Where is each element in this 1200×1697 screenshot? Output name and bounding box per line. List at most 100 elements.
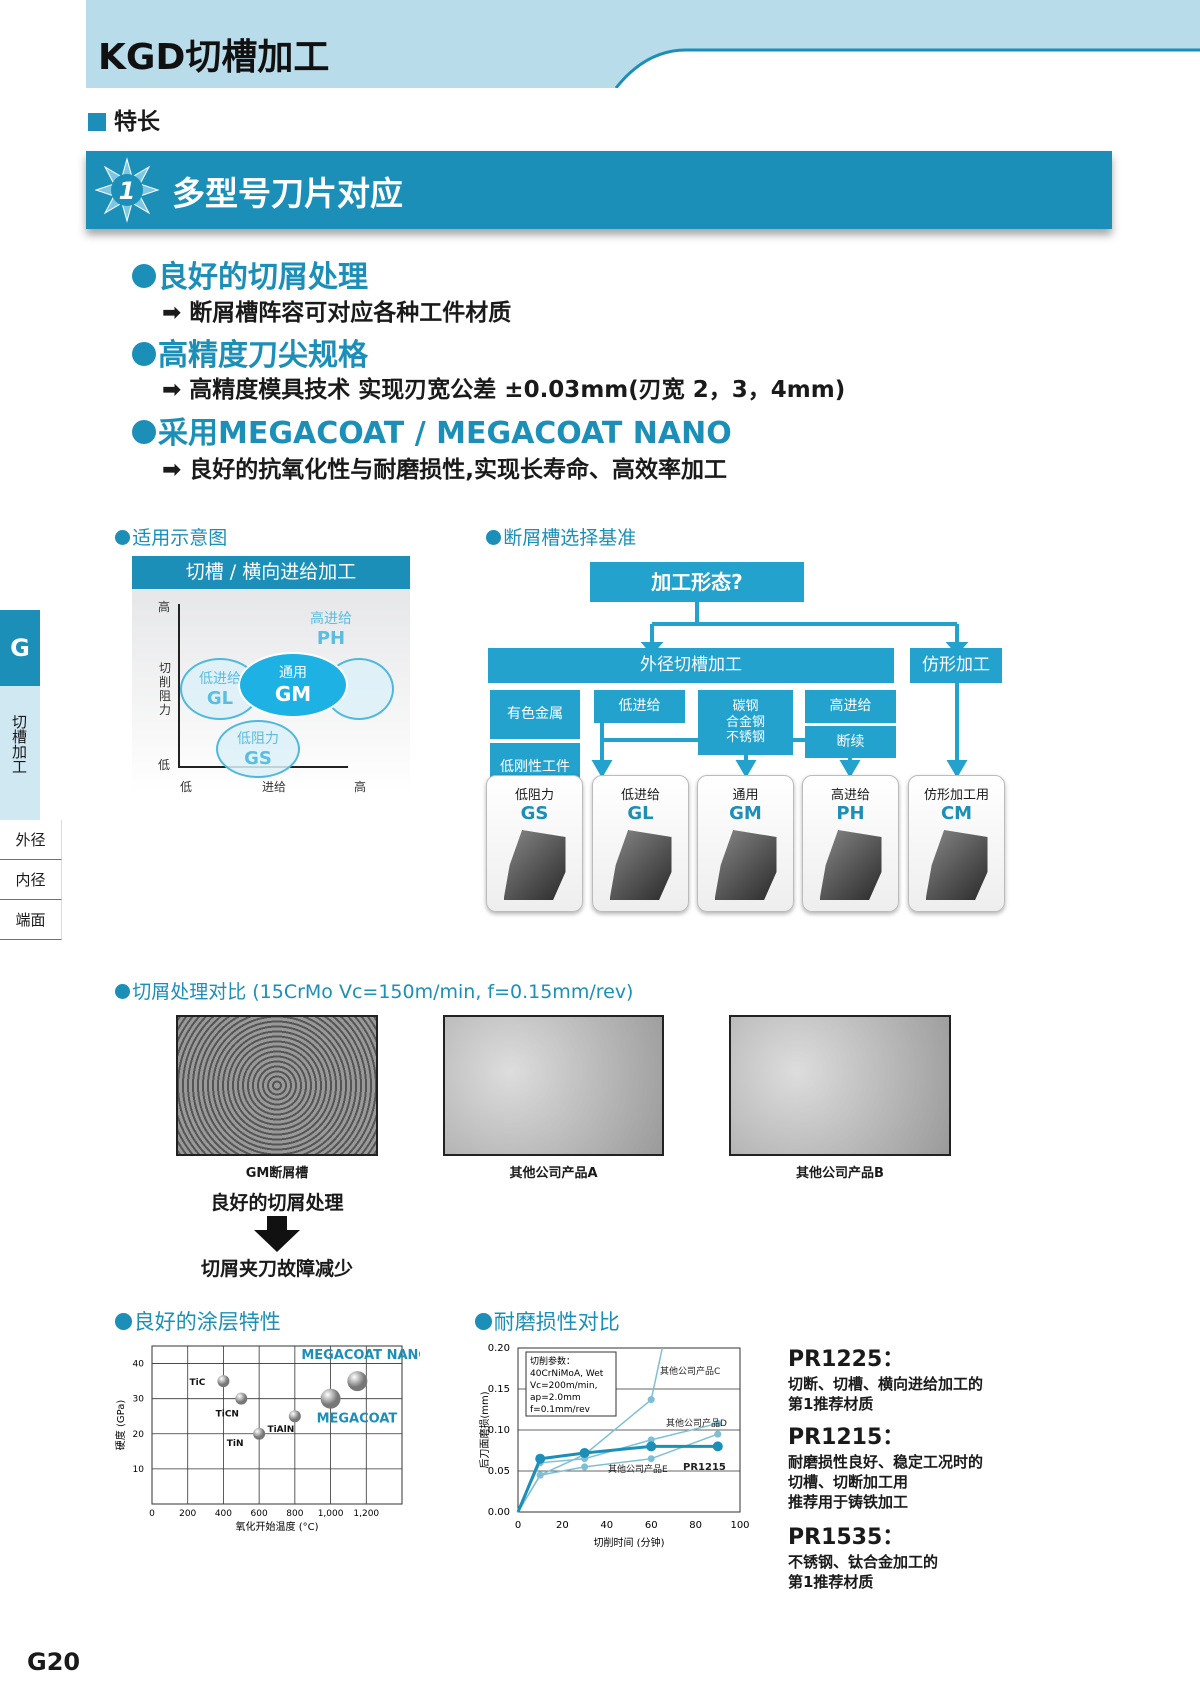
x-low: 低	[180, 780, 193, 794]
condition-nonferrous: 有色金属	[490, 690, 580, 739]
x-tick-label: 400	[215, 1509, 232, 1519]
point-label: MEGACOAT	[317, 1412, 398, 1427]
photo-caption: 其他公司产品A	[509, 1166, 598, 1181]
x-axis-label: 切削时间 (分钟)	[594, 1536, 665, 1549]
x-tick-label: 1,000	[318, 1509, 344, 1519]
data-point	[288, 1410, 301, 1423]
conditions-text: 40CrNiMoA, Wet	[530, 1369, 604, 1379]
diagram-title: 切槽 / 横向进给加工	[132, 556, 410, 589]
data-point	[647, 1396, 655, 1404]
side-tab-face[interactable]: 端面	[0, 900, 62, 940]
page-number: G20	[27, 1648, 81, 1676]
y-tick-label: 0.00	[488, 1507, 510, 1518]
insert-image	[714, 830, 777, 900]
y-tick-label: 10	[133, 1465, 145, 1475]
condition-steel: 碳钢 合金钢 不锈钢	[698, 690, 793, 755]
section-heading: 良好的涂层特性	[115, 1306, 281, 1336]
outer-grooving-box: 外径切槽加工	[488, 648, 894, 683]
insert-image	[819, 830, 882, 900]
feature-banner: 1 多型号刀片对应	[86, 151, 1112, 229]
x-tick-label: 100	[730, 1520, 749, 1531]
y-high: 高	[158, 600, 171, 614]
point-label: MEGACOAT NANO	[301, 1348, 420, 1363]
x-axis-label: 进给	[262, 780, 287, 794]
down-arrow-icon	[254, 1216, 300, 1252]
section-heading: 切屑处理对比 (15CrMo Vc=150m/min, f=0.15mm/rev…	[115, 977, 633, 1004]
conditions-text: Vc=200m/min,	[530, 1381, 597, 1391]
conditions-text: 切削参数：	[530, 1355, 575, 1367]
insert-image	[503, 830, 566, 900]
y-tick-label: 0.20	[488, 1343, 510, 1354]
data-point	[536, 1471, 544, 1479]
data-point	[712, 1441, 723, 1452]
condition-low-feed: 低进给	[594, 690, 685, 723]
series-label: 其他公司产品C	[660, 1365, 720, 1377]
conditions-text: ap=2.0mm	[530, 1393, 581, 1403]
point-label: TiN	[227, 1439, 244, 1449]
y-tick-label: 20	[133, 1430, 145, 1440]
y-axis-label: 硬度 (GPa)	[114, 1400, 127, 1451]
side-tab-letter[interactable]: G	[0, 610, 40, 686]
data-point	[320, 1388, 341, 1409]
result-top: 良好的切屑处理	[210, 1192, 344, 1214]
data-point	[647, 1455, 655, 1463]
page-title: KGD切槽加工	[98, 37, 330, 78]
data-point	[714, 1430, 722, 1438]
data-point	[714, 1419, 722, 1427]
question-box: 加工形态?	[590, 562, 804, 602]
data-point	[579, 1447, 590, 1458]
point-heading: 高精度刀尖规格	[132, 330, 368, 374]
section-heading: 断屑槽选择基准	[486, 523, 636, 550]
x-tick-label: 20	[556, 1520, 569, 1531]
conditions-box	[525, 1351, 617, 1417]
photo-caption: 其他公司产品B	[796, 1166, 884, 1181]
section-heading: 适用示意图	[115, 523, 227, 550]
data-point	[535, 1453, 546, 1464]
result-bottom: 切屑夹刀故障减少	[200, 1258, 353, 1280]
x-tick-label: 1,200	[353, 1509, 379, 1519]
point-detail: ➡ 良好的抗氧化性与耐磨损性,实现长寿命、高效率加工	[162, 457, 728, 483]
x-tick-label: 80	[689, 1520, 702, 1531]
starburst-badge-icon: 1	[94, 157, 160, 223]
series-label: 其他公司产品E	[608, 1463, 668, 1475]
header-band	[86, 0, 1200, 88]
x-tick-label: 200	[179, 1509, 196, 1519]
svg-text:1: 1	[119, 177, 136, 205]
grade-pr1215: PR1215：耐磨损性良好、稳定工况时的切槽、切断加工用推荐用于铸铁加工	[788, 1425, 984, 1511]
point-heading: 采用MEGACOAT / MEGACOAT NANO	[132, 408, 732, 452]
photo-caption: GM断屑槽	[245, 1166, 309, 1181]
x-tick-label: 40	[600, 1520, 613, 1531]
data-point	[646, 1441, 657, 1452]
side-tab-inner[interactable]: 内径	[0, 860, 62, 900]
y-axis-label: 后刀面磨损(mm)	[478, 1391, 491, 1468]
data-point	[647, 1436, 655, 1444]
banner-title: 多型号刀片对应	[172, 174, 403, 213]
chip-photo-gm	[176, 1015, 378, 1156]
data-point	[235, 1392, 248, 1405]
conditions-text: f=0.1mm/rev	[530, 1405, 591, 1415]
side-tab-outer[interactable]: 外径	[0, 820, 62, 860]
point-detail: ➡ 断屑槽阵容可对应各种工件材质	[162, 300, 512, 326]
y-low: 低	[158, 758, 171, 772]
y-tick-label: 0.10	[488, 1425, 510, 1436]
series-label: 其他公司产品D	[666, 1417, 727, 1429]
profiling-box: 仿形加工	[910, 648, 1002, 683]
insert-image	[609, 830, 672, 900]
y-tick-label: 0.15	[488, 1384, 510, 1395]
x-axis-label: 氧化开始温度 (°C)	[236, 1520, 319, 1533]
side-tab-category: 切槽加工	[0, 686, 40, 820]
data-point	[347, 1371, 368, 1392]
series-label: PR1215	[683, 1462, 726, 1473]
x-tick-label: 0	[515, 1520, 521, 1531]
data-point	[253, 1427, 266, 1440]
point-label: TiAlN	[267, 1425, 294, 1435]
point-label: TiCN	[216, 1410, 239, 1420]
